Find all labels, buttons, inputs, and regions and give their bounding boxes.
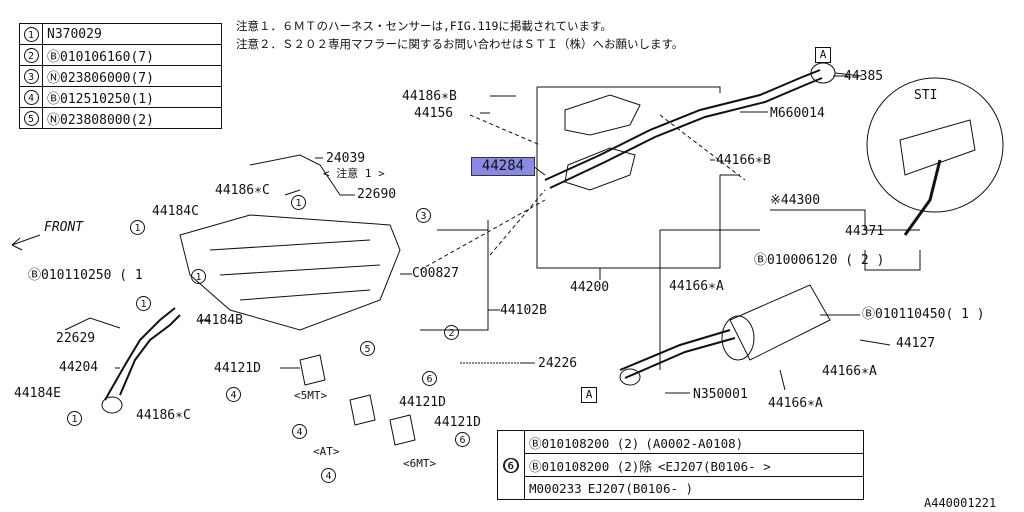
legend-number: 1 (23, 26, 39, 42)
callout-4: 4 (292, 424, 307, 439)
label-22629: 22629 (56, 331, 96, 346)
callout-1: 1 (136, 296, 151, 311)
callout-6: 6 (455, 432, 470, 447)
note-2: 注意２．Ｓ２０２専用マフラーに関するお問い合わせはＳＴＩ（株）へお願いします。 (236, 37, 684, 51)
label-44166a-1: 44166∗A (669, 279, 724, 294)
label-44121d-3: 44121D (434, 415, 481, 430)
callout-3: 3 (416, 208, 431, 223)
label-44371: 44371 (845, 224, 885, 239)
label-5mt: <5MT> (294, 389, 328, 402)
bottom-part: M000233 (529, 480, 582, 496)
label-44184c: 44184C (152, 204, 199, 219)
legend-part: Ⓝ023808000(2) (42, 107, 222, 129)
label-c00827: C00827 (412, 266, 459, 281)
label-44186c-top: 44186∗C (215, 183, 270, 198)
bottom-note: <EJ207(B0106- > (657, 458, 771, 474)
bottom-table: 6 Ⓑ010108200 (2) (A0002-A0108) Ⓑ010108200 (… (497, 430, 864, 500)
bottom-table-row: 6 Ⓑ010108200 (2) (A0002-A0108) (497, 430, 864, 500)
callout-4: 4 (321, 468, 336, 483)
label-010110450: Ⓑ010110450( 1 ) (862, 307, 985, 322)
label-010006120: Ⓑ010006120 ( 2 ) (754, 253, 885, 268)
label-44127: 44127 (896, 336, 936, 351)
label-44186b: 44186∗B (402, 89, 457, 104)
label-24226: 24226 (538, 356, 578, 371)
bottom-table-row: Ⓑ010108200 (2)除 <EJ207(B0106- > (498, 453, 864, 477)
callout-5: 5 (360, 341, 375, 356)
bottom-note: EJ207(B0106- ) (587, 480, 694, 496)
front-label: FRONT (44, 220, 84, 235)
label-44121d-1: 44121D (214, 361, 261, 376)
ref-box-a-top: A (815, 47, 831, 63)
callout-6: 6 (503, 458, 519, 473)
legend-number: 2 (23, 47, 39, 63)
label-44102b: 44102B (500, 303, 547, 318)
label-44204: 44204 (59, 360, 99, 375)
legend-number: 5 (23, 110, 39, 126)
legend-number: 3 (23, 68, 39, 84)
label-44121d-2: 44121D (399, 395, 446, 410)
label-m660014: M660014 (770, 106, 825, 121)
bottom-note: (A0002-A0108) (645, 435, 744, 451)
label-sti: STI (914, 88, 938, 103)
legend-part: Ⓑ010106160(7) (42, 44, 222, 66)
label-44166a-3: 44166∗A (768, 396, 823, 411)
note-1: 注意１．６ＭＴのハーネス・センサーは,FIG.119に掲載されています。 (236, 19, 612, 33)
legend-part: N370029 (42, 23, 222, 45)
ref-box-a-bottom: A (581, 387, 597, 403)
label-44166a-2: 44166∗A (822, 364, 877, 379)
callout-1: 1 (291, 195, 306, 210)
label-44166b: 44166∗B (716, 153, 771, 168)
bottom-table-row: M000233 EJ207(B0106- ) (498, 476, 864, 500)
label-44184e: 44184E (14, 386, 61, 401)
bottom-part: Ⓑ010108200 (2)除 (529, 458, 652, 474)
legend-part: Ⓝ023806000(7) (42, 65, 222, 87)
legend-number: 4 (23, 89, 39, 105)
callout-4: 4 (226, 387, 241, 402)
diagram-code: A440001221 (924, 496, 997, 510)
label-44186c-bot: 44186∗C (136, 408, 191, 423)
callout-6: 6 (422, 371, 437, 386)
label-44385: 44385 (844, 69, 884, 84)
label-44184b: 44184B (196, 313, 243, 328)
label-at: <AT> (313, 445, 340, 458)
legend-part: Ⓑ012510250(1) (42, 86, 222, 108)
label-44300: ※44300 (770, 193, 821, 208)
highlight-44284[interactable]: 44284 (471, 157, 535, 176)
callout-1: 1 (130, 220, 145, 235)
label-44200: 44200 (570, 280, 610, 295)
label-010110250: Ⓑ010110250 ( 1 (28, 268, 143, 283)
label-note1-ref: < 注意 1 > (323, 167, 385, 180)
bottom-part: Ⓑ010108200 (2) (529, 435, 640, 451)
label-22690: 22690 (357, 187, 397, 202)
callout-2: 2 (444, 325, 459, 340)
callout-1: 1 (191, 269, 206, 284)
label-n350001: N350001 (693, 387, 748, 402)
label-24039: 24039 (326, 151, 366, 166)
label-44156: 44156 (414, 106, 454, 121)
label-6mt: <6MT> (403, 457, 437, 470)
callout-1: 1 (67, 411, 82, 426)
